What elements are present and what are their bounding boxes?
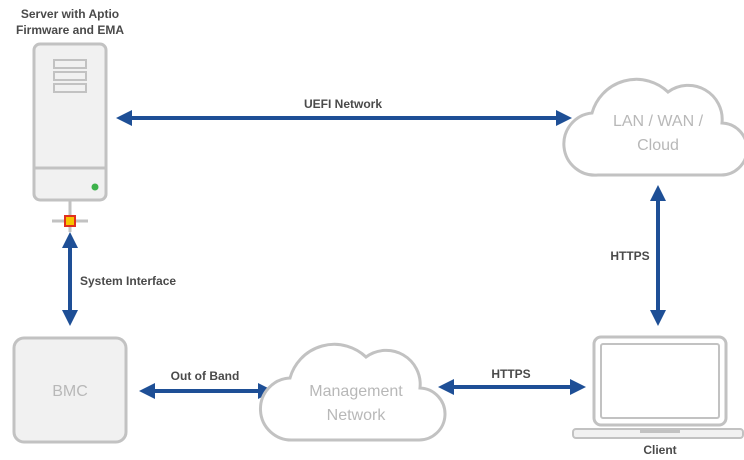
cloud-lan-wan-label-line1: LAN / WAN /: [613, 113, 704, 130]
server-title-line1: Server with Aptio: [21, 7, 119, 21]
uefi-network-label: UEFI Network: [304, 97, 382, 111]
cloud-management-label-line2: Network: [327, 407, 387, 424]
cloud-management-network-icon: [259, 342, 447, 442]
mgmt-client-https-label: HTTPS: [491, 367, 530, 381]
out-of-band-label: Out of Band: [171, 369, 240, 383]
power-led-icon: [91, 183, 99, 191]
server-title-line2: Firmware and EMA: [16, 23, 124, 37]
port-connector-icon: [52, 200, 88, 232]
client-label: Client: [643, 443, 676, 457]
bmc-label: BMC: [52, 383, 88, 400]
system-interface-label: System Interface: [80, 274, 176, 288]
cloud-management-label-line1: Management: [309, 383, 403, 400]
cloud-lan-wan-label-line2: Cloud: [637, 137, 679, 154]
laptop-icon: [572, 335, 744, 439]
cloud-lan-wan-icon: [562, 77, 744, 177]
bmc-box: [12, 336, 128, 444]
server-icon: [32, 42, 108, 202]
cloud-client-https-label: HTTPS: [610, 249, 649, 263]
